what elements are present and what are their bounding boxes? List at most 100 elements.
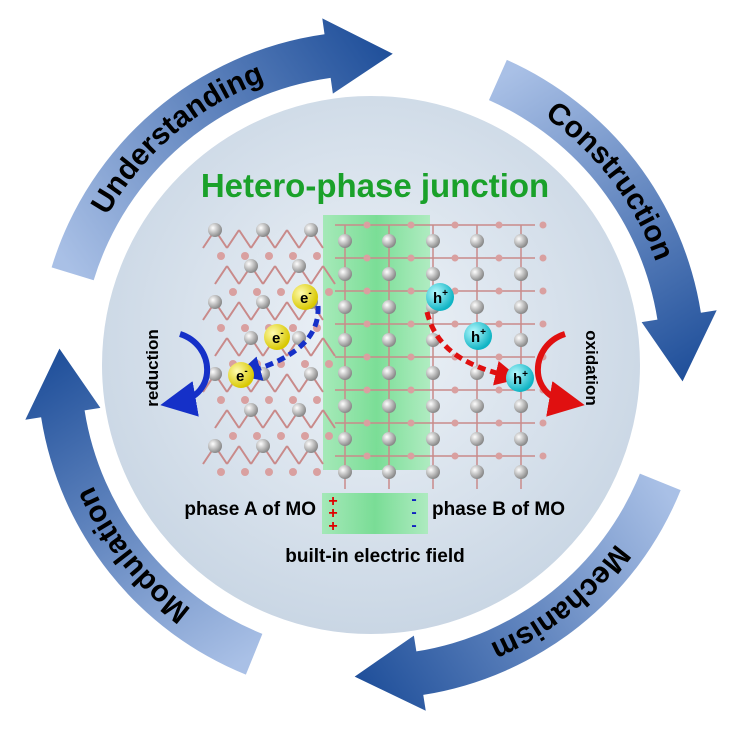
oxygen-atom bbox=[539, 419, 547, 427]
metal-atom bbox=[338, 399, 352, 413]
hole: h+ bbox=[426, 283, 454, 311]
oxygen-atom bbox=[265, 468, 273, 476]
metal-atom bbox=[514, 333, 528, 347]
metal-atom bbox=[426, 267, 440, 281]
negative-charge: - bbox=[411, 504, 416, 521]
lattice-bond bbox=[214, 265, 228, 285]
metal-atom bbox=[426, 432, 440, 446]
electron-transfer-arrow bbox=[235, 305, 321, 381]
lattice-bond bbox=[262, 265, 276, 285]
diagram-title: Hetero-phase junction bbox=[201, 167, 549, 204]
oxygen-atom bbox=[241, 324, 249, 332]
metal-atom bbox=[382, 234, 396, 248]
lattice-bond bbox=[238, 229, 252, 249]
oxygen-atom bbox=[289, 324, 297, 332]
oxygen-atom bbox=[325, 432, 333, 440]
metal-atom bbox=[292, 259, 306, 273]
oxygen-atom bbox=[265, 396, 273, 404]
oxygen-atom bbox=[495, 419, 503, 427]
metal-atom bbox=[382, 399, 396, 413]
oxygen-atom bbox=[451, 221, 459, 229]
lattice-bond bbox=[214, 337, 228, 357]
metal-atom bbox=[514, 399, 528, 413]
oxygen-atom bbox=[363, 287, 371, 295]
lattice-bond bbox=[226, 445, 240, 465]
negative-charge: - bbox=[411, 517, 416, 534]
hole: h+ bbox=[506, 364, 534, 392]
oxygen-atom bbox=[217, 396, 225, 404]
oxygen-atom bbox=[407, 221, 415, 229]
oxygen-atom bbox=[217, 468, 225, 476]
positive-charge: + bbox=[328, 518, 337, 535]
metal-atom bbox=[256, 223, 270, 237]
metal-atom bbox=[470, 300, 484, 314]
oxygen-atom bbox=[363, 419, 371, 427]
hole-transfer-arrow bbox=[424, 311, 521, 386]
svg-text:h+: h+ bbox=[433, 288, 448, 307]
metal-atom bbox=[338, 300, 352, 314]
oxygen-atom bbox=[363, 320, 371, 328]
oxygen-atom bbox=[325, 288, 333, 296]
metal-atom bbox=[514, 234, 528, 248]
oxygen-atom bbox=[313, 396, 321, 404]
metal-atom bbox=[514, 432, 528, 446]
oxygen-atom bbox=[313, 252, 321, 260]
phase-a-label: phase A of MO bbox=[184, 499, 316, 520]
oxygen-atom bbox=[289, 396, 297, 404]
negative-charge: - bbox=[411, 491, 416, 508]
metal-atom bbox=[292, 403, 306, 417]
lattice-bond bbox=[226, 337, 240, 357]
lattice-bond bbox=[226, 409, 240, 429]
lattice-bond bbox=[286, 229, 300, 249]
oxygen-atom bbox=[451, 419, 459, 427]
oxygen-atom bbox=[539, 287, 547, 295]
oxygen-atom bbox=[495, 386, 503, 394]
metal-atom bbox=[338, 234, 352, 248]
oxidation-label: oxidation bbox=[582, 330, 601, 406]
metal-atom bbox=[426, 366, 440, 380]
metal-atom bbox=[208, 295, 222, 309]
oxygen-atom bbox=[363, 221, 371, 229]
oxygen-atom bbox=[241, 396, 249, 404]
electron: e- bbox=[264, 324, 290, 350]
oxygen-atom bbox=[407, 353, 415, 361]
metal-atom bbox=[470, 399, 484, 413]
metal-atom bbox=[470, 465, 484, 479]
oxygen-atom bbox=[407, 386, 415, 394]
metal-atom bbox=[304, 367, 318, 381]
metal-atom bbox=[256, 439, 270, 453]
oxygen-atom bbox=[451, 452, 459, 460]
metal-atom bbox=[208, 367, 222, 381]
metal-atom bbox=[470, 234, 484, 248]
lattice-bond bbox=[274, 229, 288, 249]
positive-charge: + bbox=[328, 493, 337, 510]
svg-text:h+: h+ bbox=[513, 369, 528, 388]
metal-atom bbox=[244, 403, 258, 417]
lattice-bond bbox=[310, 337, 324, 357]
oxygen-atom bbox=[539, 320, 547, 328]
lattice-bond bbox=[226, 301, 240, 321]
lattice-bond bbox=[274, 373, 288, 393]
oxygen-atom bbox=[451, 386, 459, 394]
electron: e- bbox=[292, 284, 318, 310]
cycle-arrow-mechanism bbox=[354, 473, 681, 711]
oxygen-atom bbox=[253, 288, 261, 296]
lattice-bond bbox=[226, 229, 240, 249]
cycle-arrow-modulation bbox=[25, 348, 263, 675]
metal-atom bbox=[244, 259, 258, 273]
lattice-bond bbox=[310, 409, 324, 429]
metal-atom bbox=[426, 465, 440, 479]
oxygen-atom bbox=[217, 324, 225, 332]
oxygen-atom bbox=[495, 254, 503, 262]
oxygen-atom bbox=[407, 419, 415, 427]
oxygen-atom bbox=[325, 360, 333, 368]
oxygen-atom bbox=[407, 254, 415, 262]
oxygen-atom bbox=[363, 386, 371, 394]
metal-atom bbox=[382, 333, 396, 347]
lattice-bond bbox=[286, 445, 300, 465]
oxygen-atom bbox=[451, 320, 459, 328]
oxygen-atom bbox=[229, 288, 237, 296]
metal-atom bbox=[338, 432, 352, 446]
oxygen-atom bbox=[495, 320, 503, 328]
